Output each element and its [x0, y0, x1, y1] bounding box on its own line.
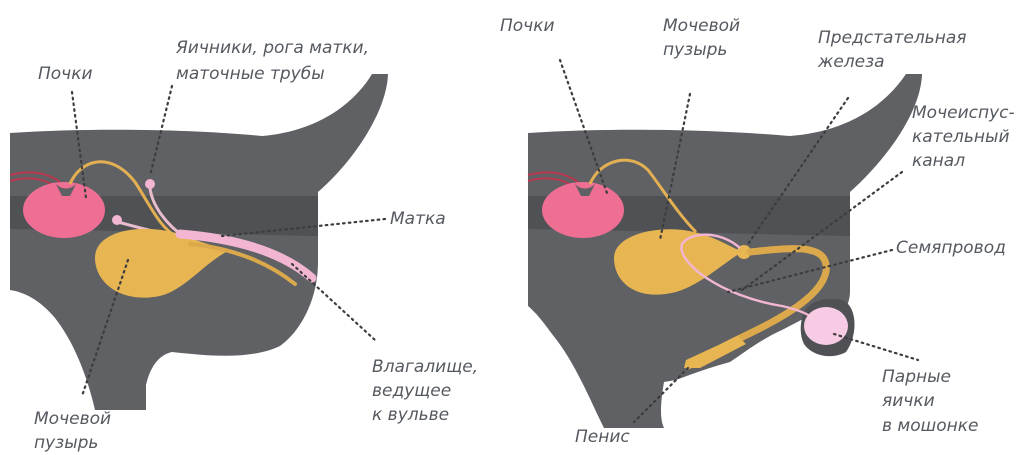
female-ovary-lower [112, 215, 122, 225]
label-male-urethra-line2: кательный [912, 127, 1010, 147]
label-male-kidneys: Почки [500, 16, 555, 36]
label-female-vagina-line1: Влагалище, [372, 357, 478, 377]
label-male-penis: Пенис [575, 427, 630, 447]
label-male-urethra: Мочеиспус- кательный канал [912, 103, 1020, 171]
label-male-testes-line1: Парные [882, 367, 951, 387]
label-female-ovaries-line2: маточные трубы [176, 64, 325, 84]
label-female-vagina: Влагалище, ведущее к вульве [372, 357, 484, 425]
label-male-testes-line3: в мошонке [882, 416, 978, 436]
female-ovary-upper [145, 179, 155, 189]
label-male-prostate-line1: Предстательная [818, 28, 966, 48]
label-male-urethra-line1: Мочеиспус- [912, 103, 1015, 123]
label-female-bladder-line1: Мочевой [34, 409, 111, 429]
label-male-testes-line2: яички [882, 391, 935, 411]
label-male-vas-deferens: Семяпровод [896, 238, 1006, 258]
label-female-kidneys: Почки [38, 64, 93, 84]
label-male-prostate-line2: железа [817, 52, 885, 72]
label-male-testes: Парные яички в мошонке [882, 367, 978, 436]
label-female-vagina-line3: к вульве [372, 405, 449, 425]
label-male-bladder: Мочевой пузырь [663, 16, 745, 60]
male-diagram [528, 74, 922, 428]
female-diagram [10, 74, 388, 410]
label-male-urethra-line3: канал [912, 151, 965, 171]
label-female-bladder-line2: пузырь [34, 433, 98, 453]
label-female-uterus: Матка [390, 209, 446, 229]
label-male-prostate: Предстательная железа [817, 28, 972, 72]
label-female-ovaries: Яичники, рога матки, маточные трубы [175, 38, 374, 84]
label-male-bladder-line1: Мочевой [663, 16, 740, 36]
label-female-ovaries-line1: Яичники, рога матки, [175, 38, 369, 58]
label-male-bladder-line2: пузырь [663, 40, 727, 60]
label-female-vagina-line2: ведущее [372, 381, 451, 401]
male-testis [804, 307, 848, 345]
label-female-bladder: Мочевой пузырь [34, 409, 116, 453]
